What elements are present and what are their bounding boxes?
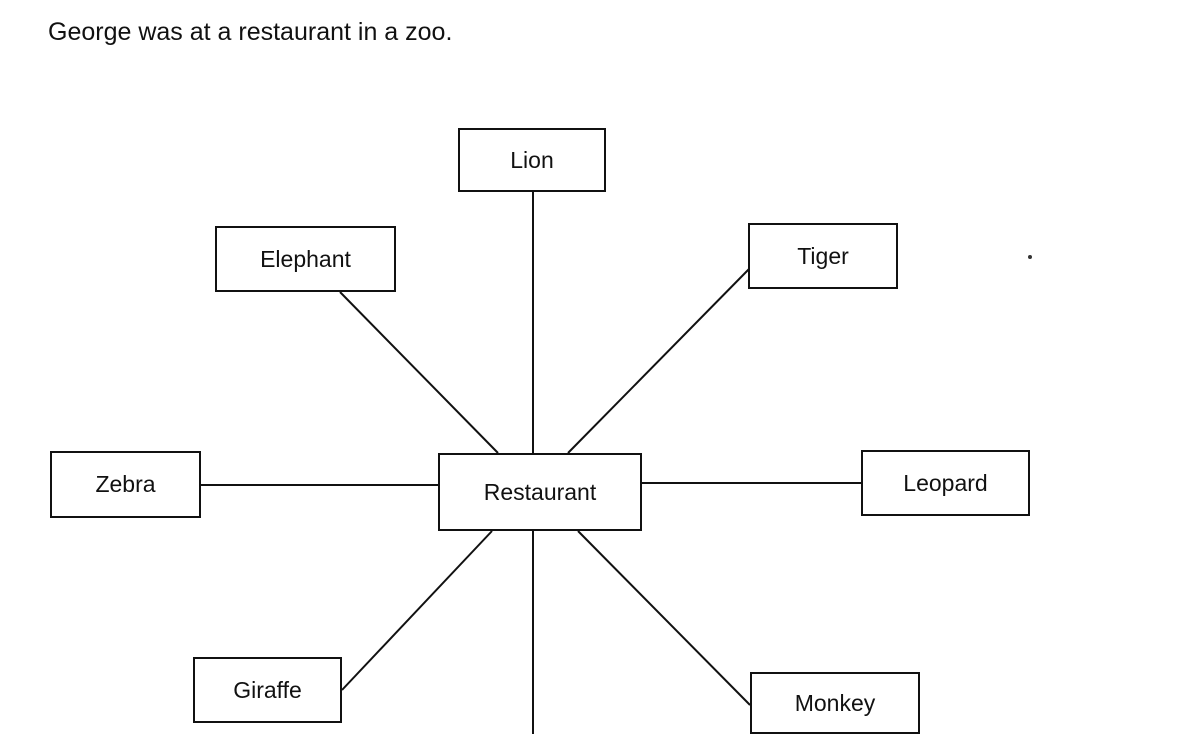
- link-monkey: [577, 530, 751, 706]
- link-tiger: [567, 267, 751, 454]
- node-monkey: Monkey: [750, 672, 920, 734]
- node-restaurant: Restaurant: [438, 453, 642, 531]
- stray-dot: [1028, 255, 1032, 259]
- node-tiger: Tiger: [748, 223, 898, 289]
- node-elephant: Elephant: [215, 226, 396, 292]
- link-giraffe: [341, 530, 493, 691]
- node-leopard: Leopard: [861, 450, 1030, 516]
- node-lion: Lion: [458, 128, 606, 192]
- link-elephant: [339, 291, 499, 454]
- node-giraffe: Giraffe: [193, 657, 342, 723]
- node-zebra: Zebra: [50, 451, 201, 518]
- page-heading: George was at a restaurant in a zoo.: [48, 18, 453, 46]
